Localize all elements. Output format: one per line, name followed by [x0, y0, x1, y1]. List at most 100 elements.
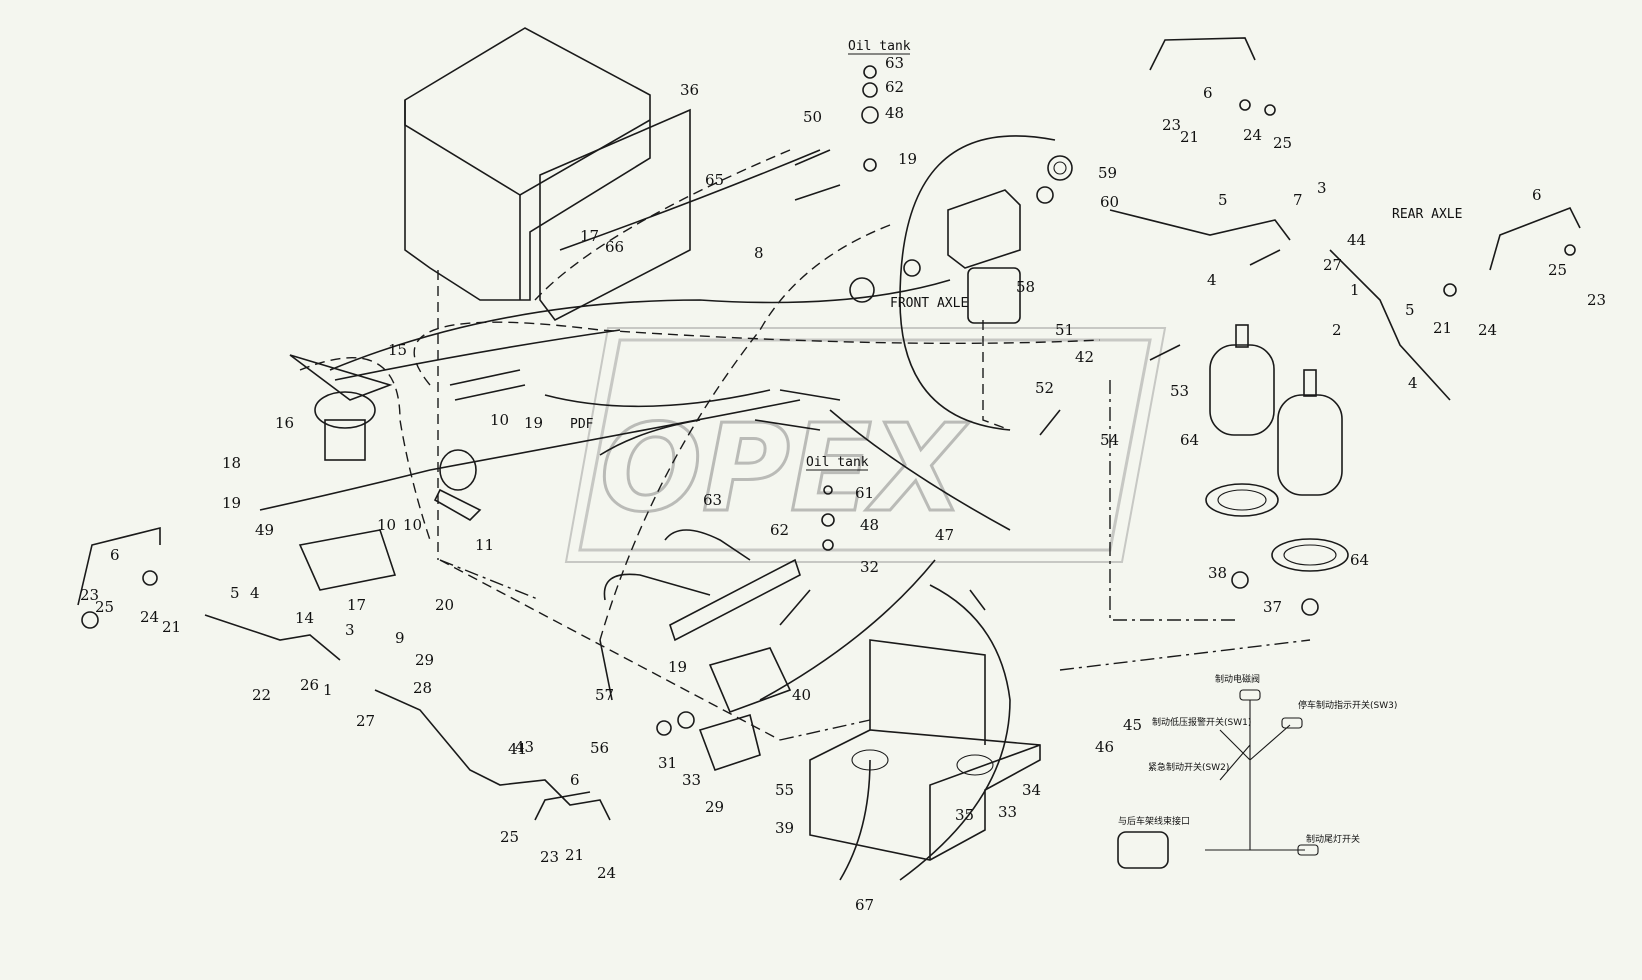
callout-number: 10 [490, 411, 509, 429]
callout-number: 27 [1323, 256, 1342, 274]
callout-number: 4 [250, 584, 260, 602]
callout-number: 25 [500, 828, 519, 846]
callout-number: 19 [898, 150, 917, 168]
callout-number: 25 [95, 598, 114, 616]
callout-number: 64 [1350, 551, 1369, 569]
wiring-labels-layer: 制动电磁阀停车制动指示开关(SW3)制动低压报警开关(SW1)紧急制动开关(SW… [1118, 673, 1397, 845]
callout-number: 42 [1075, 348, 1094, 366]
callout-number: 34 [1022, 781, 1041, 799]
callout-number: 63 [703, 491, 722, 509]
callout-number: 57 [595, 686, 614, 704]
callout-number: 48 [885, 104, 904, 122]
callout-number: 43 [515, 738, 534, 756]
callout-number: 46 [1095, 738, 1114, 756]
callout-number: 48 [860, 516, 879, 534]
bracket-37 [603, 529, 801, 642]
callout-number: 28 [413, 679, 432, 697]
callout-number: 21 [565, 846, 584, 864]
callout-number: 10 [377, 516, 396, 534]
callout-number: 24 [1478, 321, 1497, 339]
callout-number: 50 [803, 108, 822, 126]
callout-number: 32 [860, 558, 879, 576]
wiring-harness [1117, 689, 1319, 869]
cabinet-box [404, 27, 651, 301]
callout-number: 8 [754, 244, 764, 262]
callout-number: 6 [570, 771, 580, 789]
callout-number: 18 [222, 454, 241, 472]
callout-number: 58 [1016, 278, 1035, 296]
callout-number: 5 [1218, 191, 1228, 209]
callout-number: 33 [682, 771, 701, 789]
callout-number: 20 [435, 596, 454, 614]
callout-number: 25 [1548, 261, 1567, 279]
callout-number: 19 [524, 414, 543, 432]
callout-number: 16 [275, 414, 294, 432]
callout-number: 10 [403, 516, 422, 534]
callout-number: 23 [1587, 291, 1606, 309]
callout-number: 21 [1433, 319, 1452, 337]
callout-number: 5 [230, 584, 240, 602]
callout-number: 23 [540, 848, 559, 866]
callout-number: 4 [1408, 374, 1418, 392]
callout-number: 9 [395, 629, 405, 647]
callout-number: 24 [1243, 126, 1262, 144]
callout-number: 22 [252, 686, 271, 704]
valve-block [698, 647, 792, 772]
callout-number: 37 [1263, 598, 1282, 616]
callout-number: 6 [1532, 186, 1542, 204]
callout-number: 11 [475, 536, 494, 554]
callout-number: 54 [1100, 431, 1119, 449]
callout-number: 29 [415, 651, 434, 669]
callout-number: 41 [508, 740, 527, 758]
callout-number: 23 [80, 586, 99, 604]
callout-number: 65 [705, 171, 724, 189]
callout-number: 17 [347, 596, 366, 614]
callout-number: 31 [658, 754, 677, 772]
label-oil-tank-top: Oil tank [848, 39, 911, 54]
callout-number: 5 [1405, 301, 1415, 319]
callout-number: 29 [705, 798, 724, 816]
steel-pipes [77, 37, 1581, 821]
callout-number: 33 [998, 803, 1017, 821]
callout-number: 27 [356, 712, 375, 730]
callout-number: 59 [1098, 164, 1117, 182]
callout-number: 52 [1035, 379, 1054, 397]
wiring-label-emergency-brake-switch: 紧急制动开关(SW2) [1148, 761, 1229, 773]
callout-number: 62 [770, 521, 789, 539]
callout-number: 21 [162, 618, 181, 636]
panel-plate [539, 108, 691, 322]
callout-number: 47 [935, 526, 954, 544]
label-rear-axle: REAR AXLE [1392, 207, 1462, 222]
callout-number: 1 [323, 681, 333, 699]
callout-number: 17 [580, 227, 599, 245]
callout-number: 23 [1162, 116, 1181, 134]
wiring-label-park-brake-switch: 停车制动指示开关(SW3) [1298, 699, 1397, 711]
callout-number: 26 [300, 676, 319, 694]
callout-number: 61 [855, 484, 874, 502]
callout-number: 55 [775, 781, 794, 799]
callout-number: 6 [110, 546, 120, 564]
callout-number: 19 [222, 494, 241, 512]
callout-number: 38 [1208, 564, 1227, 582]
label-pdf: PDF [570, 417, 594, 432]
callout-number: 25 [1273, 134, 1292, 152]
callout-number: 44 [1347, 231, 1366, 249]
callout-number: 4 [1207, 271, 1217, 289]
callout-number: 51 [1055, 321, 1074, 339]
callout-number: 2 [1332, 321, 1342, 339]
callout-number: 24 [140, 608, 159, 626]
accumulators [1205, 324, 1349, 572]
callout-number: 21 [1180, 128, 1199, 146]
callout-number: 1 [1350, 281, 1360, 299]
callout-number: 56 [590, 739, 609, 757]
label-front-axle: FRONT AXLE [890, 296, 968, 311]
callout-number: 67 [855, 896, 874, 914]
callout-number: 39 [775, 819, 794, 837]
callout-number: 49 [255, 521, 274, 539]
dashed-lines [299, 149, 1311, 741]
callout-number: 36 [680, 81, 699, 99]
callout-number: 63 [885, 54, 904, 72]
